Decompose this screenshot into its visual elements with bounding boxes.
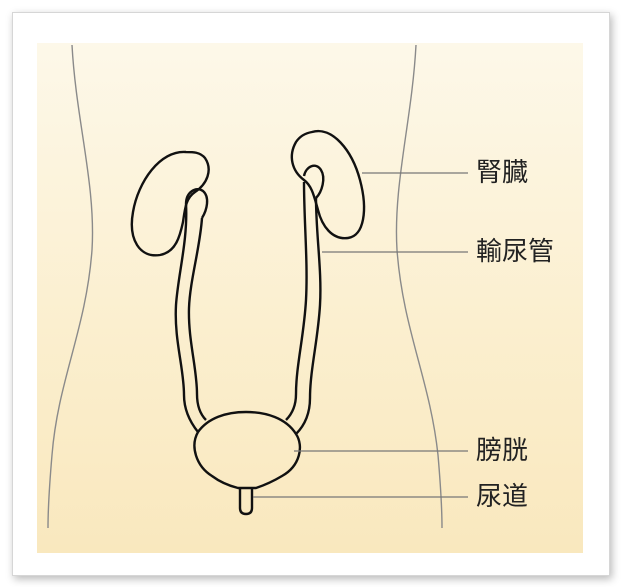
right-ureter-outer bbox=[296, 198, 320, 434]
left-renal-pelvis bbox=[186, 189, 207, 218]
kidney-label: 腎臓 bbox=[476, 160, 528, 186]
ureter-label: 輸尿管 bbox=[476, 239, 554, 265]
torso-left-outline bbox=[48, 45, 93, 528]
bladder-label: 膀胱 bbox=[476, 438, 528, 464]
left-kidney bbox=[132, 152, 209, 255]
urethra bbox=[240, 488, 252, 514]
torso-right-outline bbox=[396, 45, 442, 528]
left-ureter-inner bbox=[189, 218, 206, 420]
right-ureter-inner bbox=[286, 182, 307, 420]
urethra-label: 尿道 bbox=[476, 484, 528, 510]
bladder bbox=[194, 412, 299, 488]
right-kidney bbox=[292, 131, 364, 238]
